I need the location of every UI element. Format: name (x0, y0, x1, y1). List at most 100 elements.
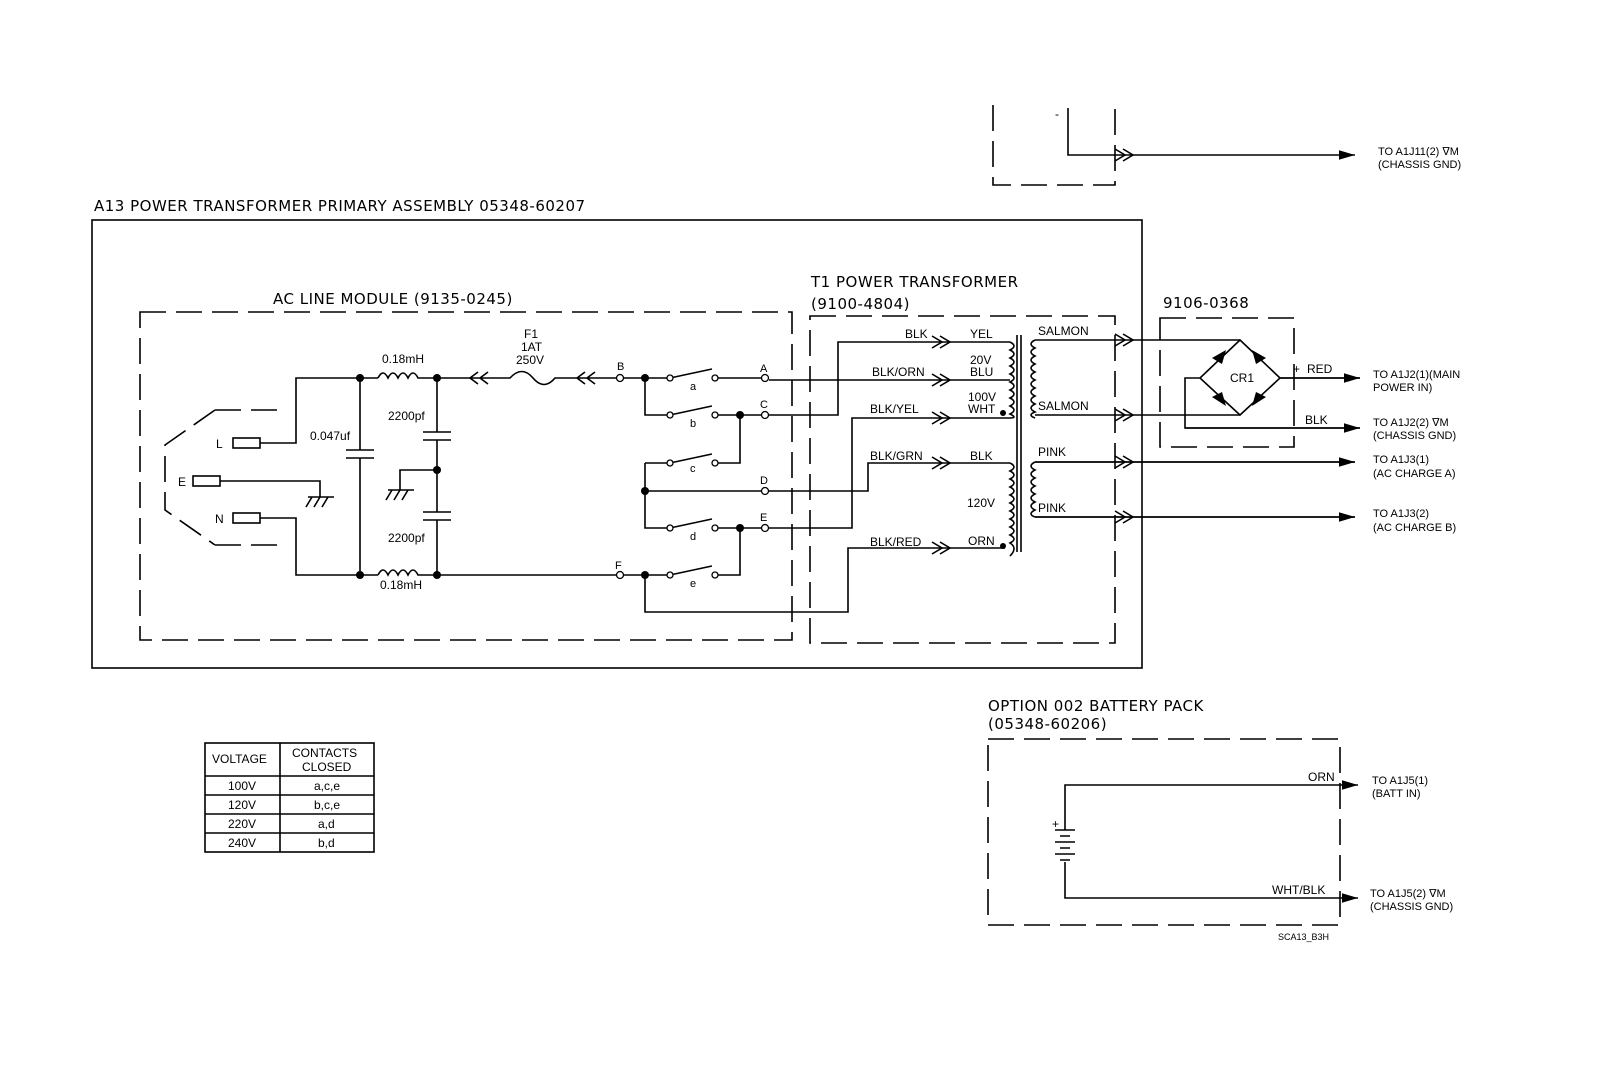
primary-wiring: BLK BLK/ORN BLK/YEL BLK/GRN BLK/RED YEL … (769, 327, 1010, 555)
label: RED (1307, 362, 1333, 376)
label: b,c,e (314, 798, 340, 812)
transformer-part: (9100-4804) (811, 295, 910, 313)
label: b,d (318, 836, 335, 850)
voltage-contacts-table: VOLTAGE CONTACTS CLOSED 100V a,c,e 120V … (204, 742, 375, 853)
label: a (690, 381, 697, 393)
label: (CHASSIS GND) (1370, 901, 1453, 913)
label: WHT (968, 402, 996, 416)
dest-label: (CHASSIS GND) (1378, 159, 1461, 171)
label: (AC CHARGE A) (1373, 468, 1456, 480)
x-capacitor (346, 378, 374, 575)
label: SALMON (1038, 324, 1089, 338)
label: 100V (228, 779, 256, 793)
label: CR1 (1230, 371, 1254, 385)
label: BLK/ORN (872, 365, 925, 379)
label: TO A1J2(1)(MAIN (1373, 369, 1460, 381)
label: PINK (1038, 445, 1066, 459)
label: L (216, 437, 223, 451)
inductor-bottom (377, 569, 620, 577)
inductor-top (377, 372, 470, 380)
label: 120V (228, 798, 256, 812)
y-capacitors (385, 378, 451, 575)
label: 0.047uf (310, 429, 351, 443)
label: E (760, 512, 767, 524)
label: 1AT (521, 340, 543, 354)
bridge-box (1159, 317, 1295, 448)
ac-inlet: L E N (164, 377, 378, 576)
label: 2200pf (388, 531, 425, 545)
label: POWER IN) (1373, 382, 1432, 394)
label: TO A1J3(1) (1373, 454, 1429, 466)
label: b (690, 418, 696, 430)
label: E (178, 475, 186, 489)
label: ORN (968, 534, 995, 548)
label: PINK (1038, 501, 1066, 515)
label: OPTION 002 BATTERY PACK (988, 697, 1205, 715)
assembly-box (91, 219, 1143, 669)
line-module-title: AC LINE MODULE (9135-0245) (273, 290, 513, 308)
bridge-rectifier-cr1: CR1 + RED BLK (1184, 338, 1360, 433)
transformer-t1 (1000, 335, 1037, 557)
label: c (690, 463, 696, 475)
label: (CHASSIS GND) (1373, 430, 1456, 442)
label: e (690, 578, 696, 590)
label: F (615, 560, 622, 572)
label: (05348-60206) (988, 715, 1107, 733)
label: a,c,e (314, 779, 340, 793)
label: 0.18mH (382, 352, 424, 366)
voltage-selector-switches: B F A C D E a b c d e (615, 361, 1005, 613)
label: F1 (524, 327, 538, 341)
label: ORN (1308, 770, 1335, 784)
label: BLK (905, 327, 928, 341)
label: C (760, 399, 768, 411)
minus-label: - (1055, 107, 1059, 121)
label: BLK/GRN (870, 449, 923, 463)
bridge-part: 9106-0368 (1163, 294, 1249, 312)
label: B (617, 361, 624, 373)
secondary-wiring: SALMON SALMON PINK PINK (1035, 324, 1355, 524)
label: N (215, 512, 224, 526)
label: 220V (228, 817, 256, 831)
label: TO A1J5(1) (1372, 775, 1428, 787)
label: BLU (970, 365, 993, 379)
label: BLK (1305, 413, 1328, 427)
label: 2200pf (388, 409, 425, 423)
label: TO A1J5(2) ∇M (1370, 888, 1446, 900)
label: (BATT IN) (1372, 788, 1420, 800)
label: CONTACTS (292, 746, 357, 760)
label: YEL (970, 327, 993, 341)
top-chassis-ground: - TO A1J11(2) ∇M (CHASSIS GND) (992, 105, 1461, 186)
label: 120V (967, 496, 995, 510)
label: TO A1J3(2) (1373, 508, 1429, 520)
label: VOLTAGE (212, 752, 267, 766)
fuse-f1: F1 1AT 250V (468, 327, 616, 386)
transformer-title: T1 POWER TRANSFORMER (810, 273, 1019, 291)
label: a,d (318, 817, 335, 831)
label: + (1052, 817, 1059, 831)
transformer-box (809, 315, 1116, 644)
drawing-id: SCA13_B3H (1278, 932, 1329, 942)
destination-labels: TO A1J2(1)(MAIN POWER IN) TO A1J2(2) ∇M … (1373, 369, 1460, 534)
label: + (1293, 362, 1300, 376)
label: 20V (970, 353, 991, 367)
label: SALMON (1038, 399, 1089, 413)
line-module-box (139, 311, 793, 641)
label: TO A1J2(2) ∇M (1373, 417, 1449, 429)
label: 240V (228, 836, 256, 850)
label: CLOSED (302, 760, 352, 774)
label: BLK/RED (870, 535, 922, 549)
label: A (760, 363, 768, 375)
label: 0.18mH (380, 578, 422, 592)
label: 250V (516, 353, 544, 367)
label: WHT/BLK (1272, 883, 1325, 897)
label: 100V (968, 390, 996, 404)
label: (AC CHARGE B) (1373, 522, 1456, 534)
dest-label: TO A1J11(2) ∇M (1378, 146, 1459, 158)
battery-pack: OPTION 002 BATTERY PACK (05348-60206) + … (987, 697, 1453, 942)
label: BLK (970, 449, 993, 463)
label: BLK/YEL (870, 402, 919, 416)
label: D (760, 475, 768, 487)
label: d (690, 531, 696, 543)
